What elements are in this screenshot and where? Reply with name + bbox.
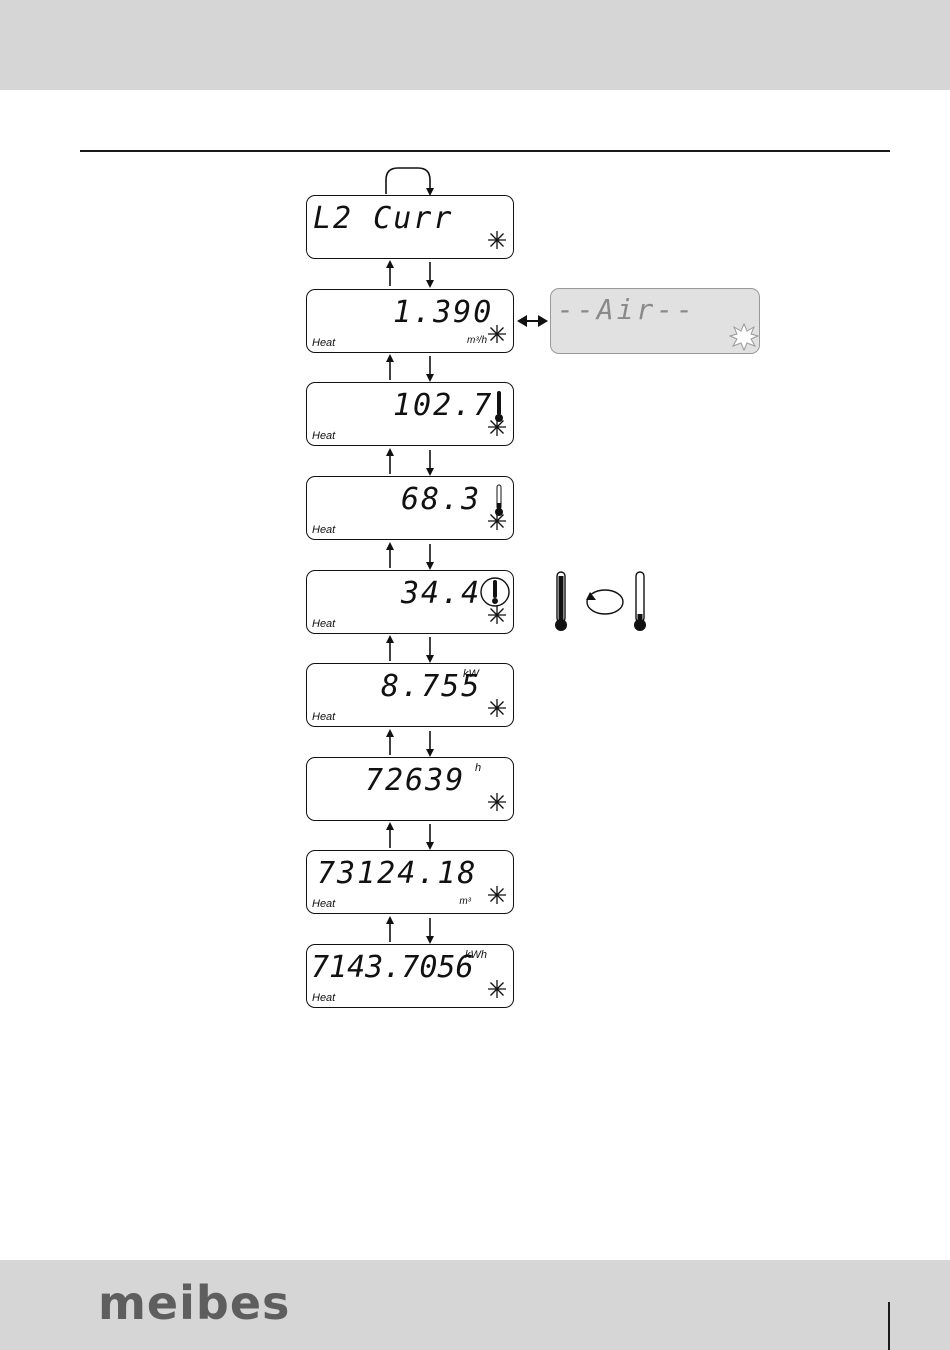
lcd-display-level: L2 Curr — [306, 195, 514, 259]
sun-star-icon — [487, 417, 507, 437]
heat-label: Heat — [312, 524, 335, 536]
page-marker — [888, 1302, 890, 1350]
heat-label: Heat — [312, 992, 335, 1004]
lcd-display-energy: 7143.7056 kWh Heat — [306, 944, 514, 1008]
sun-star-icon — [487, 792, 507, 812]
arrow-pair-6 — [390, 731, 430, 755]
unit-label: m³/h — [467, 335, 487, 346]
arrow-pair-1 — [390, 262, 430, 286]
lcd-display-flow: 1.390 Heat m³/h — [306, 289, 514, 353]
arrow-pair-2 — [390, 356, 430, 380]
lcd-display-volume: 73124.18 Heat m³ — [306, 850, 514, 914]
arrow-pair-3 — [390, 450, 430, 474]
display-digits: 7143.7056 — [311, 951, 474, 985]
lcd-display-power: 8.755 kW Heat — [306, 663, 514, 727]
heat-label: Heat — [312, 711, 335, 723]
display-digits: 73124.18 — [317, 857, 478, 891]
display-digits: 72639 — [365, 764, 465, 798]
heat-label: Heat — [312, 430, 335, 442]
sun-star-icon — [487, 885, 507, 905]
sun-star-icon — [487, 698, 507, 718]
display-digits: 102.7 — [393, 389, 493, 423]
display-digits: 68.3 — [401, 483, 481, 517]
thermometer-cycle-group — [550, 570, 660, 632]
sun-star-icon — [487, 324, 507, 344]
double-arrow-icon — [517, 315, 548, 327]
lcd-display-hours: 72639 h — [306, 757, 514, 821]
display-digits: L2 Curr — [313, 202, 453, 236]
lcd-display-flow-temp: 102.7 Heat — [306, 382, 514, 446]
heat-label: Heat — [312, 337, 335, 349]
display-digits: 34.4 — [401, 577, 481, 611]
lcd-display-return-temp: 68.3 Heat — [306, 476, 514, 540]
arrow-pair-8 — [390, 918, 430, 942]
brand-logo: meibes — [98, 1276, 290, 1330]
lcd-display-air-error: --Air-- — [550, 288, 760, 354]
unit-label: kW — [463, 668, 479, 680]
sun-star-icon — [487, 511, 507, 531]
thermometer-icon — [634, 572, 646, 631]
sun-star-icon — [487, 979, 507, 999]
unit-label: h — [475, 762, 481, 774]
unit-label: m³ — [459, 896, 471, 907]
display-digits: 1.390 — [393, 296, 493, 330]
lcd-display-temp-diff: 34.4 Heat — [306, 570, 514, 634]
sun-star-icon — [487, 605, 507, 625]
thermometer-icon — [555, 572, 567, 631]
heat-label: Heat — [312, 618, 335, 630]
cycle-arrow-icon — [586, 590, 623, 614]
arrow-pair-5 — [390, 637, 430, 661]
heat-label: Heat — [312, 898, 335, 910]
arrow-pair-7 — [390, 824, 430, 848]
cycle-arrow-icon — [386, 168, 430, 194]
flash-burst-icon — [729, 323, 759, 351]
error-digits: --Air-- — [557, 293, 696, 326]
unit-label: kWh — [465, 949, 487, 961]
arrow-pair-4 — [390, 544, 430, 568]
sun-star-icon — [487, 230, 507, 250]
